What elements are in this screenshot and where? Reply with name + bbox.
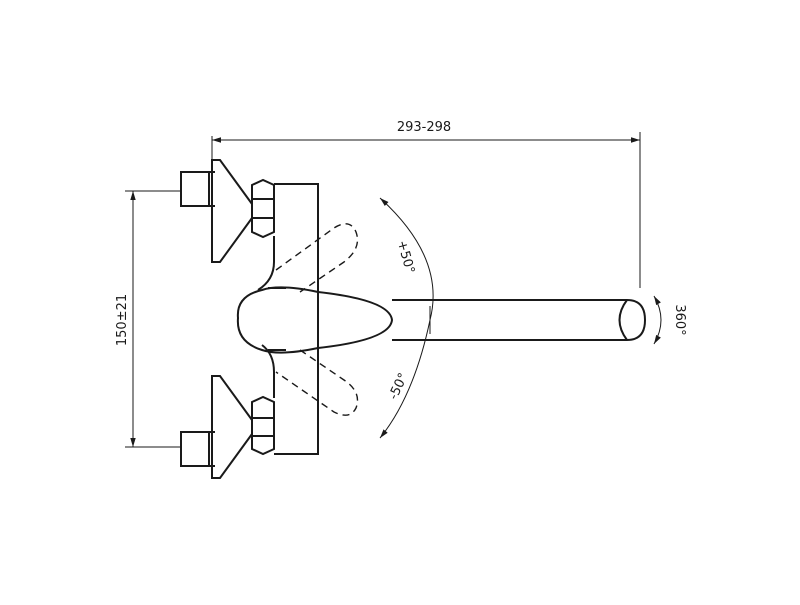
body-outline	[274, 183, 319, 455]
length-label: 293-298	[397, 120, 451, 135]
lever-outline	[236, 286, 394, 354]
lower-connector	[180, 375, 275, 479]
spout-outlet	[618, 299, 628, 341]
distance-label: 150±21	[115, 294, 130, 346]
angle-arc-down	[379, 319, 431, 439]
body-neck-top	[257, 236, 275, 291]
spout-outline	[392, 299, 647, 341]
mixer-body	[257, 183, 319, 455]
angle-up-label: +50°	[394, 239, 417, 276]
spout-rotation-dimension: 360°	[653, 295, 687, 345]
lower-escutcheon	[211, 375, 253, 479]
body-neck-bottom	[261, 344, 275, 398]
lever-position-down	[275, 349, 359, 416]
length-dimension: 293-298	[211, 120, 641, 288]
upper-hex-nut	[251, 178, 275, 239]
lever-swing-positions	[275, 223, 359, 416]
lower-hex-nut	[251, 395, 275, 456]
spout	[392, 299, 647, 341]
upper-inlet-pipe	[180, 171, 210, 207]
lever-angle-dimension: +50° -50°	[379, 197, 434, 439]
lever-handle	[236, 286, 394, 354]
rotation-label: 360°	[672, 304, 687, 335]
lever-position-up	[275, 223, 359, 293]
rotation-arrow	[653, 295, 662, 345]
angle-arc-up	[379, 197, 434, 321]
center-distance-dimension: 150±21	[115, 190, 180, 448]
upper-escutcheon	[211, 159, 253, 263]
lower-inlet-pipe	[180, 431, 210, 467]
upper-connector	[180, 159, 275, 263]
angle-down-label: -50°	[386, 371, 411, 402]
